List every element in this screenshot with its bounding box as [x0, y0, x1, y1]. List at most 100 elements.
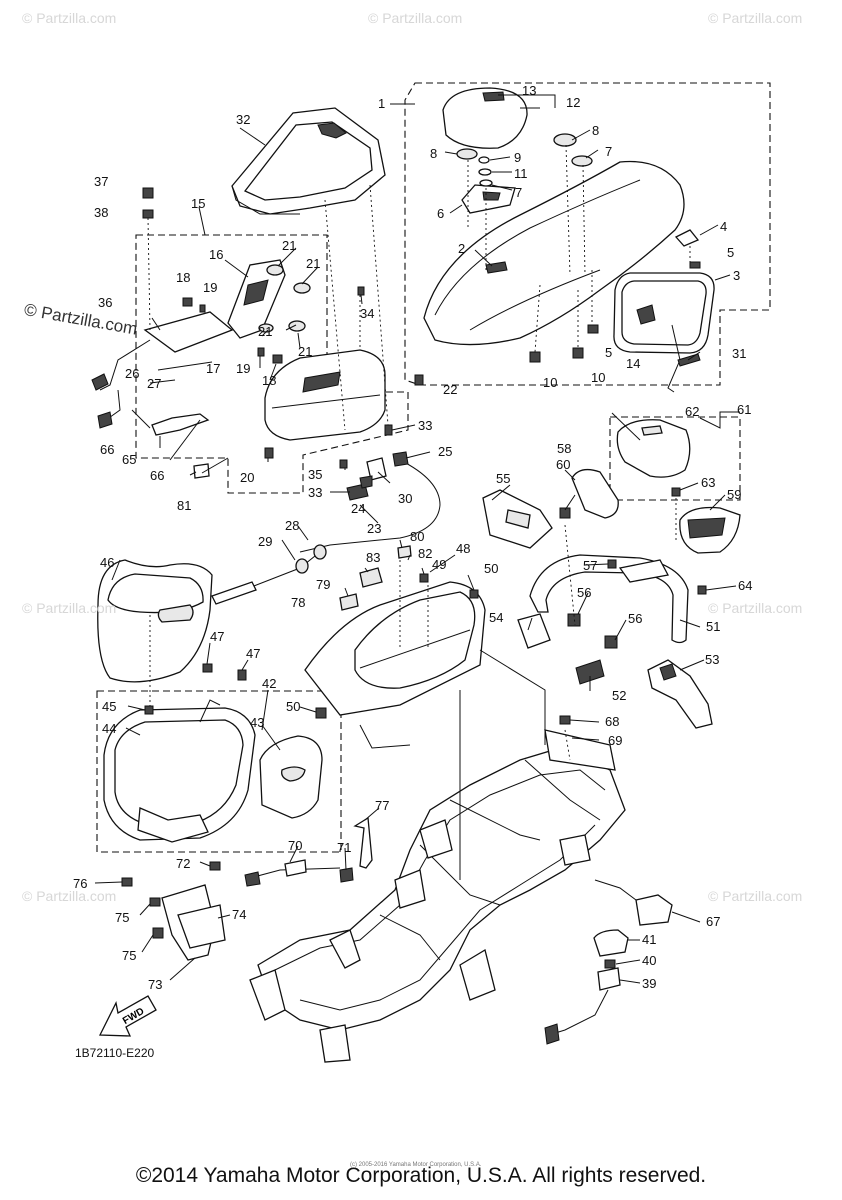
callout-18b: 18 — [262, 373, 276, 388]
callout-44: 44 — [102, 721, 116, 736]
callout-37: 37 — [94, 174, 108, 189]
callout-72: 72 — [176, 856, 190, 871]
callout-21c: 21 — [258, 324, 272, 339]
callout-30: 30 — [398, 491, 412, 506]
watermark: © Partzilla.com — [708, 888, 803, 904]
bracket-16 — [227, 259, 286, 339]
callout-4: 4 — [720, 219, 727, 234]
callout-68: 68 — [605, 714, 619, 729]
callout-32: 32 — [236, 112, 250, 127]
lock-assembly-17 — [91, 311, 234, 436]
fwd-arrow: FWD — [98, 995, 157, 1037]
callout-47b: 47 — [246, 646, 260, 661]
callout-50a: 50 — [484, 561, 498, 576]
cover-62 — [616, 419, 691, 478]
callout-80: 80 — [410, 529, 424, 544]
callout-22: 22 — [443, 382, 457, 397]
callout-7b: 7 — [515, 185, 522, 200]
seat-13 — [442, 87, 528, 149]
callout-70: 70 — [288, 838, 302, 853]
callout-46: 46 — [100, 555, 114, 570]
callout-76: 76 — [73, 876, 87, 891]
callout-69: 69 — [608, 733, 622, 748]
callout-23: 23 — [367, 521, 381, 536]
callout-78: 78 — [291, 595, 305, 610]
storage-box-48 — [304, 545, 486, 719]
callout-25: 25 — [438, 444, 452, 459]
handle-58 — [571, 468, 619, 519]
callout-64: 64 — [738, 578, 752, 593]
grab-rail-51 — [529, 554, 707, 649]
small-screws-5-10 — [529, 261, 701, 363]
seat-cover-32 — [231, 107, 386, 215]
seat-bracket-boundary — [135, 234, 409, 494]
fine-print: (c) 2005-2016 Yamaha Motor Corporation, … — [350, 1162, 482, 1168]
box-20 — [264, 349, 386, 441]
callout-15: 15 — [191, 196, 205, 211]
cable-25 — [299, 451, 441, 553]
callout-52: 52 — [612, 688, 626, 703]
bracket-53 — [647, 659, 713, 729]
callout-63: 63 — [701, 475, 715, 490]
callout-36: 36 — [98, 295, 112, 310]
callout-18a: 18 — [176, 270, 190, 285]
callout-66a: 66 — [100, 442, 114, 457]
callout-19a: 19 — [203, 280, 217, 295]
callout-33a: 33 — [418, 418, 432, 433]
callout-61: 61 — [737, 402, 751, 417]
bracket-55 — [482, 489, 553, 549]
callout-29: 29 — [258, 534, 272, 549]
callout-62: 62 — [685, 404, 699, 419]
watermark: © Partzilla.com — [368, 10, 463, 26]
watermark: © Partzilla.com — [708, 600, 803, 616]
callout-58: 58 — [557, 441, 571, 456]
callout-83: 83 — [366, 550, 380, 565]
callout-10b: 10 — [591, 370, 605, 385]
watermark: © Partzilla.com — [22, 888, 117, 904]
callout-56b: 56 — [628, 611, 642, 626]
callout-65: 65 — [122, 452, 136, 467]
callout-21b: 21 — [306, 256, 320, 271]
callout-66b: 66 — [150, 468, 164, 483]
callout-11: 11 — [514, 166, 528, 181]
callout-38: 38 — [94, 205, 108, 220]
callout-43: 43 — [250, 715, 264, 730]
callout-21a: 21 — [282, 238, 296, 253]
callout-75b: 75 — [122, 948, 136, 963]
callout-57: 57 — [583, 558, 597, 573]
panel-43 — [259, 735, 323, 819]
callout-45: 45 — [102, 699, 116, 714]
callout-48: 48 — [456, 541, 470, 556]
callout-5b: 5 — [605, 345, 612, 360]
callout-60: 60 — [556, 457, 570, 472]
seat-assembly-boundary — [404, 82, 771, 386]
callout-39: 39 — [642, 976, 656, 991]
callout-3: 3 — [733, 268, 740, 283]
callout-24: 24 — [351, 501, 365, 516]
callout-47a: 47 — [210, 629, 224, 644]
callout-79: 79 — [316, 577, 330, 592]
helmet-box-46 — [97, 559, 213, 683]
screws-18-19 — [142, 187, 365, 364]
callout-13: 13 — [522, 83, 536, 98]
callout-50b: 50 — [286, 699, 300, 714]
callout-77: 77 — [375, 798, 389, 813]
callout-59: 59 — [727, 487, 741, 502]
diagram-code: 1B72110-E220 — [75, 1046, 155, 1060]
callout-16: 16 — [209, 247, 223, 262]
callout-54: 54 — [489, 610, 503, 625]
screws-45-47 — [144, 663, 247, 715]
callout-73: 73 — [148, 977, 162, 992]
callout-81: 81 — [177, 498, 191, 513]
callout-8a: 8 — [430, 146, 437, 161]
callout-74: 74 — [232, 907, 246, 922]
callout-53: 53 — [705, 652, 719, 667]
helmet-box-44 — [103, 699, 256, 843]
frame — [249, 729, 626, 1063]
callout-33b: 33 — [308, 485, 322, 500]
callout-21d: 21 — [298, 344, 312, 359]
callout-34: 34 — [360, 306, 374, 321]
callout-20: 20 — [240, 470, 254, 485]
cable-28-29 — [211, 544, 327, 605]
